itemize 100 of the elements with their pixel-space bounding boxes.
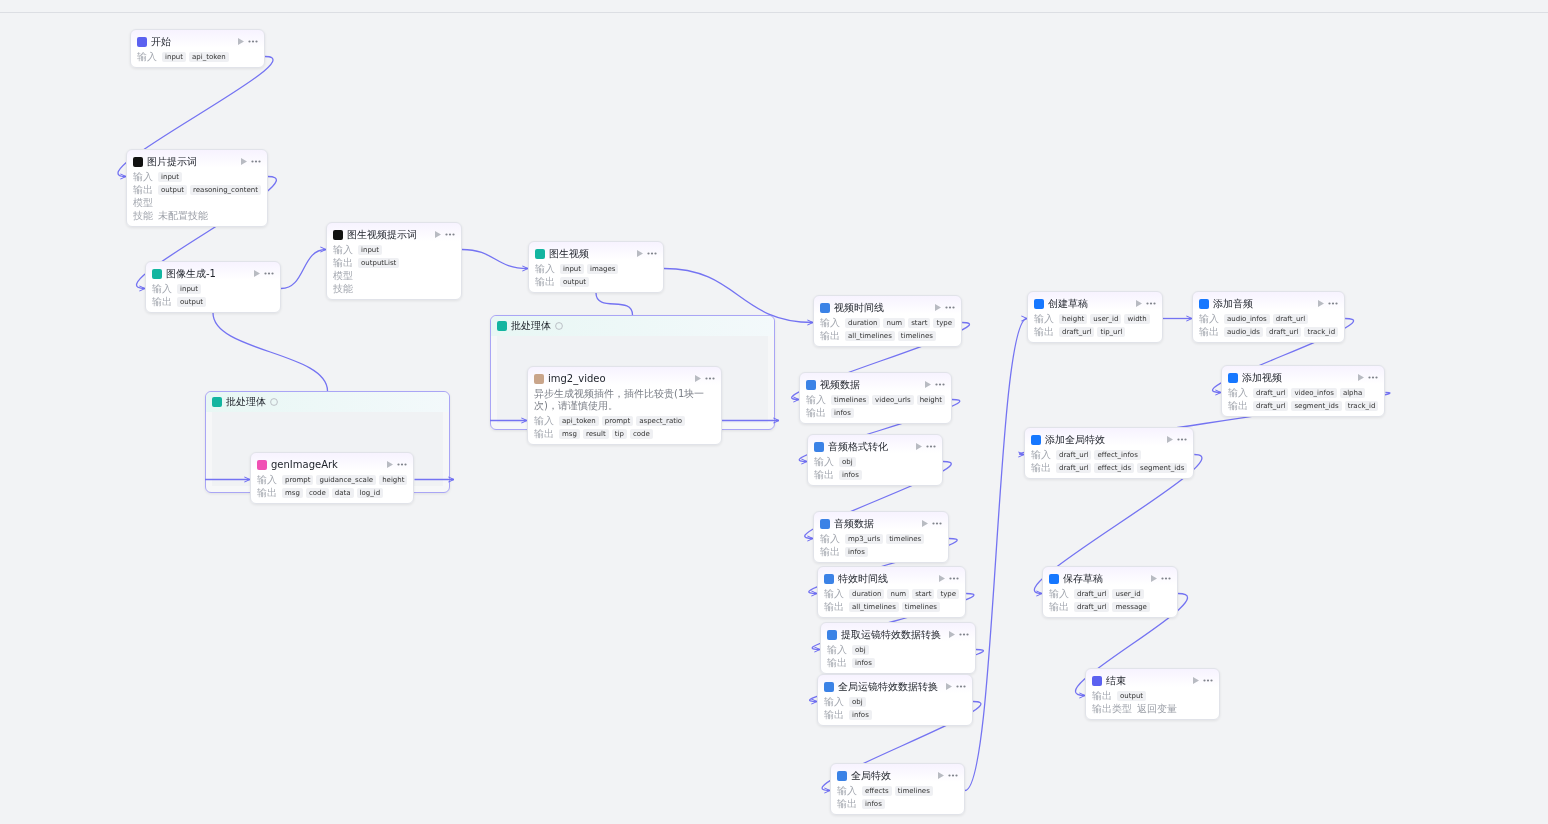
node-card xyxy=(326,222,462,300)
field-label: 输出 xyxy=(257,485,277,500)
field-label: 输入 xyxy=(1228,385,1248,400)
field-label: 输入 xyxy=(814,454,834,469)
node-card xyxy=(527,366,722,445)
field-label: 输入 xyxy=(1034,311,1054,326)
connector-arrow xyxy=(489,417,528,424)
field-label: 输出 xyxy=(534,426,554,441)
field-label: 输出 xyxy=(814,467,834,482)
field-label: 输入 xyxy=(152,281,172,296)
connector-arrow xyxy=(1162,315,1193,322)
field-label: 输入 xyxy=(837,783,857,798)
node-title: 图片提示词 xyxy=(147,154,197,169)
field-value: 未配置技能 xyxy=(158,208,208,223)
connector-arrow xyxy=(413,476,455,483)
node-description: 异步生成视频插件，插件比较贵(1块一次)，请谨慎使用。 xyxy=(534,388,706,412)
field-label: 输入 xyxy=(824,694,844,709)
field-label: 输入 xyxy=(137,49,157,64)
field-label: 输入 xyxy=(534,413,554,428)
node-card xyxy=(813,511,949,563)
node-title: 开始 xyxy=(151,34,171,49)
node-card xyxy=(820,622,976,674)
node-title: 添加音频 xyxy=(1213,296,1253,311)
field-label: 输出 xyxy=(535,274,555,289)
field-label: 技能 xyxy=(133,208,153,223)
connector-arrow xyxy=(663,267,814,326)
group-title: 批处理体 xyxy=(511,319,551,333)
node-card xyxy=(830,763,965,815)
field-label: 输出 xyxy=(837,796,857,811)
connector-arrow xyxy=(280,247,327,290)
node-card xyxy=(807,434,943,486)
node-title: 视频时间线 xyxy=(834,300,884,315)
node-title: 结束 xyxy=(1106,673,1126,688)
node-title: 视频数据 xyxy=(820,377,860,392)
field-label: 技能 xyxy=(333,281,353,296)
connector-arrow xyxy=(791,321,971,402)
field-label: 输入 xyxy=(1049,586,1069,601)
field-label: 输出 xyxy=(133,182,153,197)
field-label: 输入 xyxy=(1031,447,1051,462)
node-card xyxy=(250,452,415,504)
field-label: 输出 xyxy=(824,707,844,722)
connector-arrow xyxy=(461,248,529,272)
node-title: 音频格式转化 xyxy=(828,439,888,454)
field-label: 输出类型 xyxy=(1092,701,1132,716)
connector-arrow xyxy=(1075,592,1188,698)
node-title: 图生视频 xyxy=(549,246,589,261)
node-card xyxy=(817,566,967,618)
connector-arrow xyxy=(721,417,780,424)
connector-arrow xyxy=(136,175,277,291)
field-label: 输出 xyxy=(1228,398,1248,413)
connector-arrow xyxy=(1033,453,1203,595)
field-label: 输入 xyxy=(1199,311,1219,326)
node-card xyxy=(1221,365,1386,417)
node-title: 图像生成-1 xyxy=(166,266,216,281)
field-label: 输出 xyxy=(806,405,826,420)
connector-arrow xyxy=(1212,317,1354,395)
field-label: 输入 xyxy=(133,169,153,184)
node-card xyxy=(130,29,265,68)
node-title: genImageArk xyxy=(271,459,338,470)
field-label: 输出 xyxy=(827,655,847,670)
node-card xyxy=(1024,427,1195,479)
node-title: 图生视频提示词 xyxy=(347,227,417,242)
connector-arrow xyxy=(964,317,1028,792)
node-title: 添加全局特效 xyxy=(1045,432,1105,447)
node-card xyxy=(1042,566,1178,618)
field-label: 模型 xyxy=(133,195,153,210)
node-title: 全局运镜特效数据转换 xyxy=(838,679,938,694)
field-label: 输出 xyxy=(1199,324,1219,339)
connector-arrow xyxy=(204,476,251,483)
field-label: 输出 xyxy=(1092,688,1112,703)
field-label: 输出 xyxy=(1034,324,1054,339)
node-card xyxy=(813,295,963,347)
node-card xyxy=(1027,291,1163,343)
field-label: 输出 xyxy=(820,328,840,343)
node-card xyxy=(1085,668,1220,720)
field-label: 输出 xyxy=(824,599,844,614)
node-card xyxy=(817,674,973,726)
field-label: 输出 xyxy=(152,294,172,309)
field-label: 输入 xyxy=(820,315,840,330)
field-label: 输入 xyxy=(806,392,826,407)
node-card xyxy=(1192,291,1346,343)
node-card xyxy=(528,241,664,293)
node-title: 保存草稿 xyxy=(1063,571,1103,586)
field-label: 输出 xyxy=(1049,599,1069,614)
field-value: 返回变量 xyxy=(1137,701,1177,716)
connector-arrow xyxy=(117,55,274,178)
node-title: 创建草稿 xyxy=(1048,296,1088,311)
group-title: 批处理体 xyxy=(226,395,266,409)
node-title: 音频数据 xyxy=(834,516,874,531)
connector-arrow xyxy=(821,700,982,793)
field-label: 输入 xyxy=(820,531,840,546)
field-label: 输出 xyxy=(333,255,353,270)
node-title: 特效时间线 xyxy=(838,571,888,586)
field-label: 输入 xyxy=(333,242,353,257)
node-title: img2_video xyxy=(548,373,606,384)
field-label: 输出 xyxy=(820,544,840,559)
field-label: 输出 xyxy=(1031,460,1051,475)
node-card xyxy=(126,149,268,227)
node-card xyxy=(145,261,281,313)
field-label: 输入 xyxy=(257,472,277,487)
